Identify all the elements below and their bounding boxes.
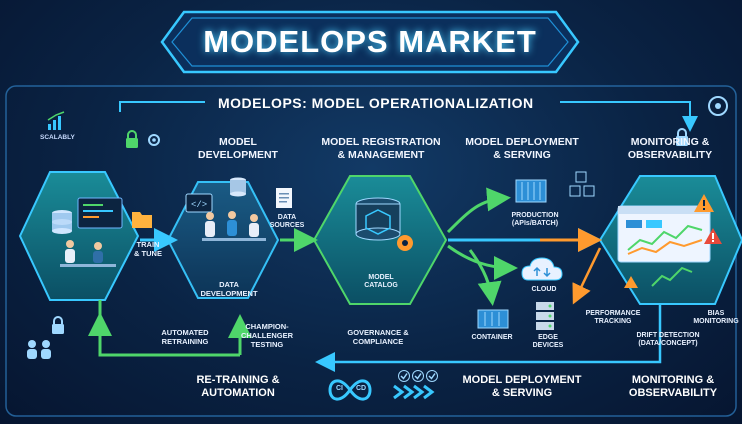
container-icon-bottom — [478, 310, 508, 328]
label-bias-monitoring: BIAS MONITORING — [690, 310, 742, 326]
label-performance-tracking: PERFORMANCE TRACKING — [578, 310, 648, 326]
arrow-orange-down — [575, 248, 600, 300]
hex-model-development — [20, 172, 138, 300]
title-banner: MODELOPS MARKET — [160, 10, 580, 74]
label-train-tune: TRAIN & TUNE — [126, 240, 170, 258]
label-drift-detection: DRIFT DETECTION (DATA/CONCEPT) — [626, 332, 710, 348]
label-model-catalog: MODEL CATALOG — [346, 274, 416, 290]
subtitle: MODELOPS: MODEL OPERATIONALIZATION — [218, 95, 534, 111]
model-catalog-icon — [356, 198, 400, 240]
bottom-deployment: MODEL DEPLOYMENT & SERVING — [452, 374, 592, 400]
stage-monitoring: MONITORING & OBSERVABILITY — [610, 136, 730, 162]
chevron-arrows-icon — [394, 386, 432, 398]
database-icon-small — [230, 178, 246, 197]
gear-icon — [149, 135, 159, 145]
line-chart-icon — [48, 112, 64, 130]
container-icon — [516, 180, 546, 202]
label-edge-devices: EDGE DEVICES — [528, 334, 568, 350]
page-title: MODELOPS MARKET — [203, 24, 537, 60]
arrow-catalog-to-production — [448, 198, 505, 232]
bottom-monitoring: MONITORING & OBSERVABILITY — [610, 374, 736, 400]
dashboard-icon — [618, 206, 710, 262]
label-governance: GOVERNANCE & COMPLIANCE — [334, 328, 422, 346]
lock-icon — [126, 131, 138, 148]
gear-icon-catalog — [397, 235, 413, 251]
document-icon — [276, 188, 292, 208]
stage-deployment: MODEL DEPLOYMENT & SERVING — [462, 136, 582, 162]
people-icon-left — [27, 340, 51, 359]
label-automated-retraining: AUTOMATED RETRAINING — [150, 328, 220, 346]
code-icon — [78, 198, 122, 228]
svg-text:</>: </> — [191, 200, 207, 210]
arrow-catalog-to-container — [470, 250, 492, 300]
stage-registration: MODEL REGISTRATION & MANAGEMENT — [316, 136, 446, 162]
database-icon — [52, 210, 72, 234]
bottom-retraining: RE-TRAINING & AUTOMATION — [178, 374, 298, 400]
checkmark-icon — [399, 371, 438, 382]
ci-label: CI — [336, 385, 343, 392]
lock-icon-left — [52, 317, 64, 334]
folder-icon — [132, 212, 152, 228]
network-icon — [570, 172, 594, 196]
code-icon-small: </> — [186, 194, 212, 212]
stage-model-development: MODEL DEVELOPMENT — [188, 136, 288, 162]
subtitle-connector — [120, 102, 205, 112]
label-champion-challenger: CHAMPION- CHALLENGER TESTING — [232, 322, 302, 349]
subtitle-connector-right — [560, 102, 690, 128]
label-cloud: CLOUD — [524, 286, 564, 294]
cloud-icon — [522, 258, 562, 280]
label-data-development: DATA DEVELOPMENT — [188, 280, 270, 298]
cd-label: CD — [356, 385, 366, 392]
gear-icon-monitor — [709, 97, 727, 115]
label-data-sources: DATA SOURCES — [262, 214, 312, 230]
server-icon — [536, 302, 554, 330]
label-production: PRODUCTION (APIs/BATCH) — [500, 212, 570, 228]
scalably-label: SCALABLY — [40, 134, 75, 141]
label-container: CONTAINER — [462, 334, 522, 342]
